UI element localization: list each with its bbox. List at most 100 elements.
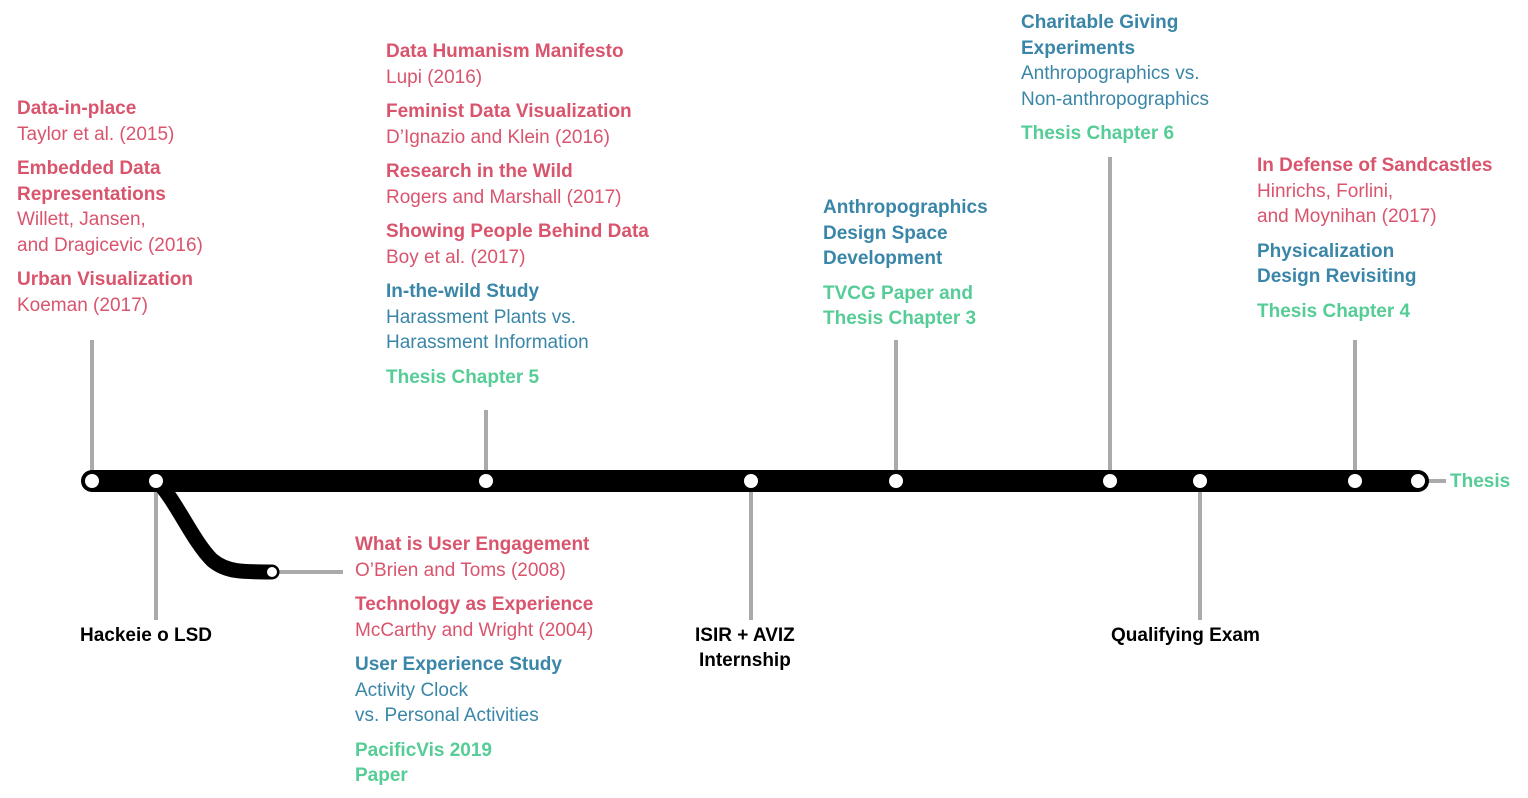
entry-title: Design Revisiting	[1257, 266, 1417, 287]
entry-title: Representations	[17, 183, 166, 205]
entry-gap	[355, 729, 593, 738]
event-qualifying: Qualifying Exam	[1111, 625, 1260, 646]
stop-g1	[85, 474, 99, 488]
entry-body: Harassment Information	[386, 332, 589, 353]
entry-gap	[17, 258, 203, 267]
entry-title: Embedded Data	[17, 158, 161, 179]
annotation-entry: Thesis Chapter 6	[1021, 121, 1209, 147]
entry-title: Experiments	[1021, 37, 1136, 59]
connectors	[90, 157, 1446, 620]
stop-g5	[1348, 474, 1362, 488]
entry-body: Boy et al. (2017)	[386, 246, 526, 268]
entry-body: Rogers and Marshall (2017)	[386, 186, 622, 208]
entry-title: Paper	[355, 765, 408, 786]
entry-body: Non-anthropographics	[1021, 88, 1210, 110]
entry-title: Physicalization	[1257, 240, 1395, 262]
entry-title: TVCG Paper and	[823, 282, 973, 304]
stop-g2	[479, 474, 493, 488]
stop-g6	[267, 567, 277, 577]
entry-gap	[386, 210, 649, 219]
end-label: Thesis	[1450, 471, 1511, 492]
entry-body: Harassment Plants vs.	[386, 306, 577, 328]
entry-body: and Dragicevic (2016)	[17, 234, 203, 256]
stop-g4	[1103, 474, 1117, 488]
entry-title: Data Humanism Manifesto	[386, 41, 624, 62]
entry-body: and Moynihan (2017)	[1257, 206, 1437, 227]
entry-title: Technology as Experience	[355, 594, 594, 615]
entry-body: Activity Clock	[355, 679, 468, 701]
entry-body: Taylor et al. (2015)	[17, 123, 175, 145]
entry-title: Design Space	[823, 222, 948, 244]
entry-body: vs. Personal Activities	[355, 705, 539, 726]
event-internship: ISIR + AVIZ Internship	[695, 625, 795, 671]
stops	[85, 474, 1425, 577]
event-hackeie: Hackeie o LSD	[80, 625, 212, 646]
entry-gap	[386, 270, 649, 279]
stop-end	[1411, 474, 1425, 488]
entry-body: D’Ignazio and Klein (2016)	[386, 126, 610, 148]
entry-title: Urban Visualization	[17, 269, 193, 290]
entry-title: Research in the Wild	[386, 161, 573, 182]
entry-title: Thesis Chapter 6	[1021, 123, 1175, 144]
stop-g3	[889, 474, 903, 488]
annotation-entry: Thesis Chapter 4	[1257, 299, 1492, 325]
stop-internship	[744, 474, 758, 488]
entry-title: Thesis Chapter 3	[823, 308, 977, 329]
entry-body: Anthropographics vs.	[1021, 63, 1200, 84]
entry-gap	[355, 643, 593, 652]
entry-title: Charitable Giving	[1021, 12, 1179, 33]
entry-title: What is User Engagement	[355, 534, 590, 555]
entry-body: Hinrichs, Forlini,	[1257, 180, 1394, 202]
annotation-entry: Thesis Chapter 5	[386, 365, 649, 391]
entry-body: Willett, Jansen,	[17, 209, 146, 230]
entry-gap	[386, 90, 649, 99]
entry-title: Development	[823, 248, 943, 269]
entry-title: Anthropographics	[823, 197, 988, 218]
entry-title: User Experience Study	[355, 654, 562, 675]
entry-body: Koeman (2017)	[17, 294, 148, 316]
entry-title: Data-in-place	[17, 98, 137, 119]
entry-gap	[386, 356, 649, 365]
entry-title: Thesis Chapter 5	[386, 366, 540, 388]
entry-gap	[386, 150, 649, 159]
stop-qualifying	[1193, 474, 1207, 488]
entry-title: In-the-wild Study	[386, 281, 540, 302]
entry-title: Feminist Data Visualization	[386, 101, 632, 122]
entry-gap	[823, 272, 988, 281]
entry-body: O’Brien and Toms (2008)	[355, 559, 566, 581]
entry-gap	[1257, 290, 1492, 299]
entry-gap	[17, 147, 203, 156]
entry-title: Showing People Behind Data	[386, 221, 649, 242]
entry-body: McCarthy and Wright (2004)	[355, 619, 594, 641]
entry-gap	[355, 583, 593, 592]
entry-gap	[1021, 112, 1209, 121]
branch-track	[148, 472, 280, 580]
entry-title: PacificVis 2019	[355, 739, 492, 761]
entry-body: Lupi (2016)	[386, 66, 483, 88]
entry-title: In Defense of Sandcastles	[1257, 155, 1493, 176]
entry-title: Thesis Chapter 4	[1257, 300, 1411, 322]
